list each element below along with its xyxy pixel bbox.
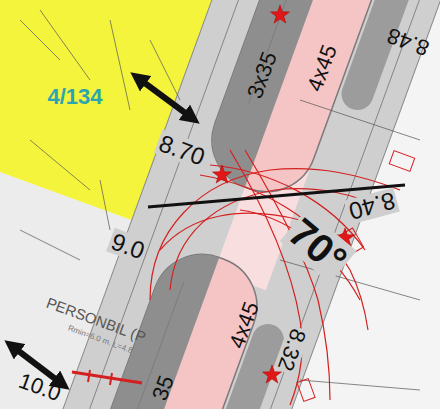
- lot-number: 4/134: [45, 85, 104, 108]
- hatch-lines: [20, 10, 420, 390]
- lower-island: [1, 240, 271, 409]
- scale-bar: [72, 370, 142, 385]
- upper-island: [198, 0, 440, 206]
- direction-arrow: [138, 78, 192, 118]
- reference-star: [212, 5, 354, 383]
